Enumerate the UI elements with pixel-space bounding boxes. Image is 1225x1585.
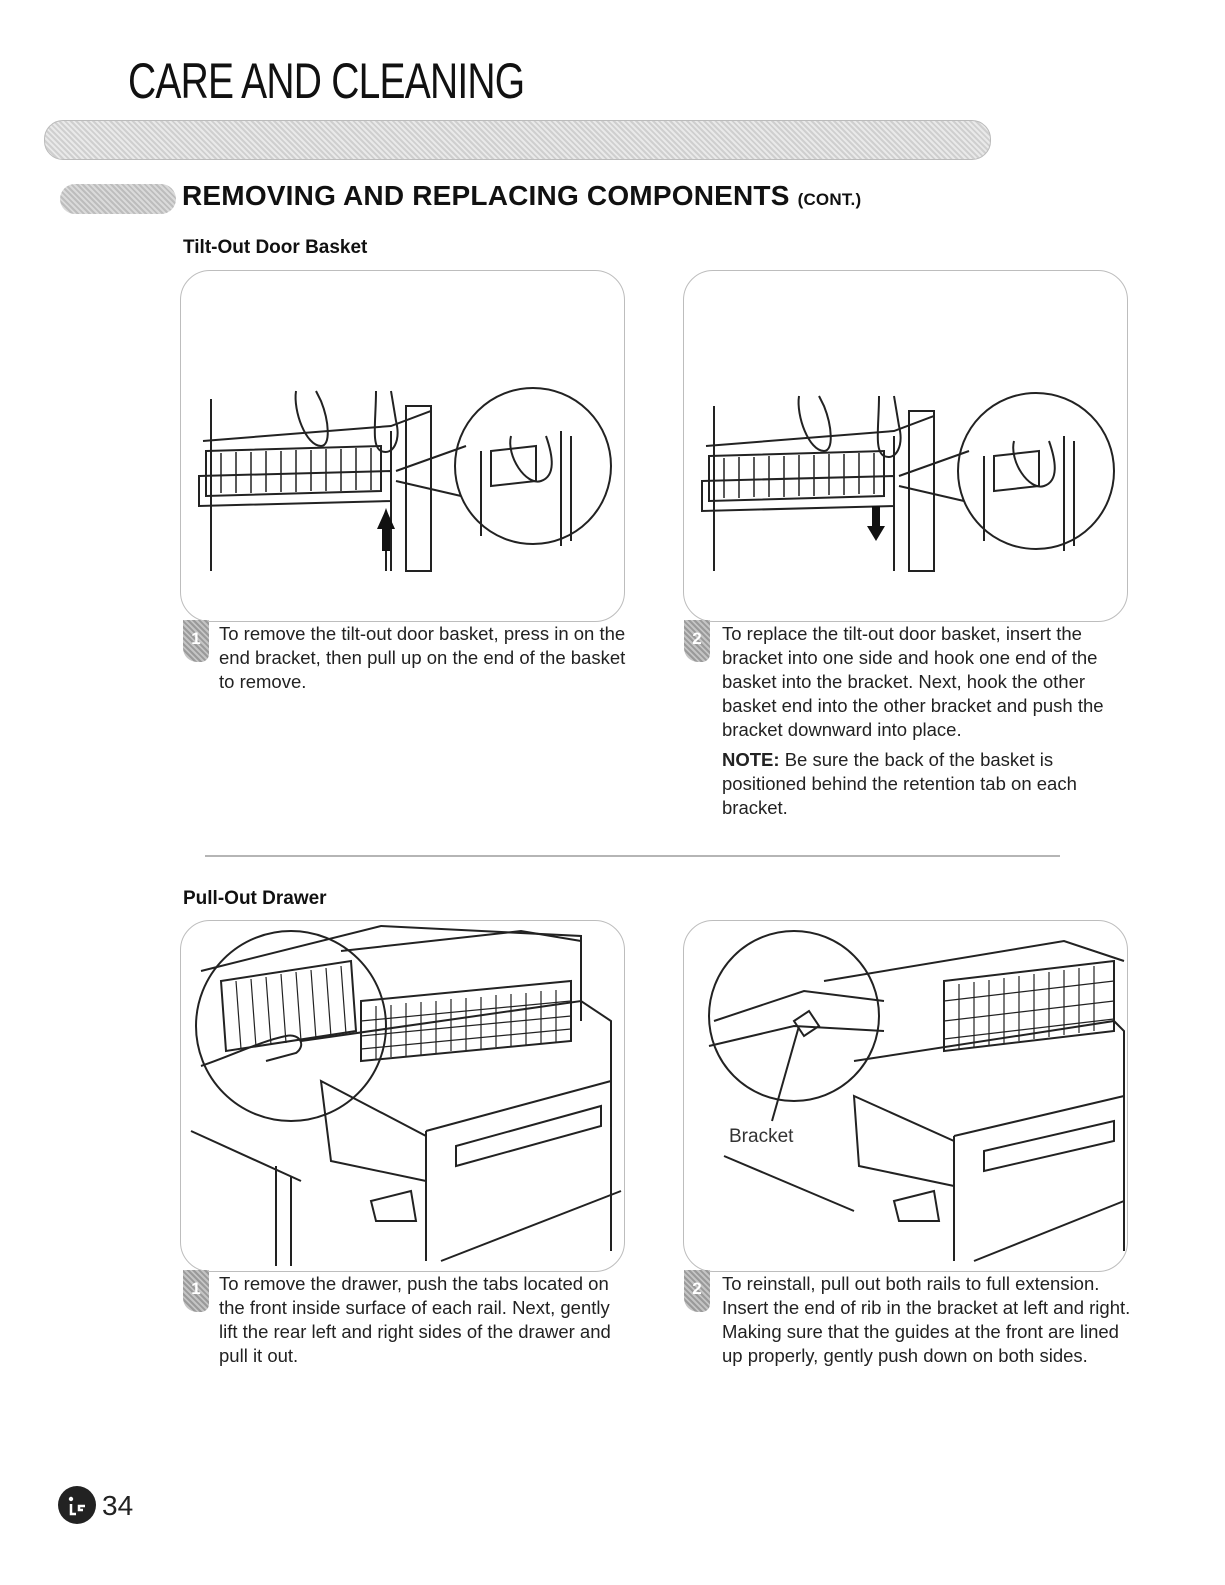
- tilt-out-step2-text: To replace the tilt-out door basket, ins…: [722, 623, 1104, 740]
- basket-replace-drawing: [701, 392, 1115, 572]
- step-badge-3: 1: [183, 1270, 209, 1312]
- pull-out-heading: Pull-Out Drawer: [183, 888, 327, 909]
- tilt-out-remove-illustration: [180, 270, 625, 622]
- section-marker: [60, 184, 176, 214]
- pull-out-step1-text: To remove the drawer, push the tabs loca…: [219, 1273, 611, 1366]
- step-badge-4: 2: [684, 1270, 710, 1312]
- drawer-remove-drawing: [190, 924, 622, 1266]
- drawer-reinstall-drawing: [708, 930, 1125, 1262]
- tilt-out-note: NOTE: Be sure the back of the basket is …: [722, 748, 1132, 820]
- page-title: CARE AND CLEANING: [128, 53, 525, 109]
- basket-remove-drawing: [198, 387, 612, 572]
- drawer-reinstall-illustration: Bracket: [683, 920, 1128, 1272]
- bracket-callout-label: Bracket: [729, 1126, 794, 1147]
- tilt-out-replace-illustration: [683, 270, 1128, 622]
- note-text: Be sure the back of the basket is positi…: [722, 749, 1077, 818]
- lg-logo-icon: [58, 1486, 96, 1524]
- section-title-suffix: (CONT.): [797, 190, 862, 209]
- pull-out-step2-text: To reinstall, pull out both rails to ful…: [722, 1273, 1131, 1366]
- note-label: NOTE:: [722, 749, 780, 770]
- step-badge-1: 1: [183, 620, 209, 662]
- section-title-text: REMOVING AND REPLACING COMPONENTS: [182, 180, 790, 211]
- page-number: 34: [102, 1490, 134, 1521]
- title-bar: [44, 120, 991, 160]
- tilt-out-step1-text: To remove the tilt-out door basket, pres…: [219, 623, 626, 692]
- tilt-out-heading: Tilt-Out Door Basket: [183, 237, 368, 258]
- step-badge-2: 2: [684, 620, 710, 662]
- drawer-remove-illustration: [180, 920, 625, 1272]
- section-divider: [205, 855, 1060, 857]
- section-title: REMOVING AND REPLACING COMPONENTS (CONT.…: [182, 180, 861, 212]
